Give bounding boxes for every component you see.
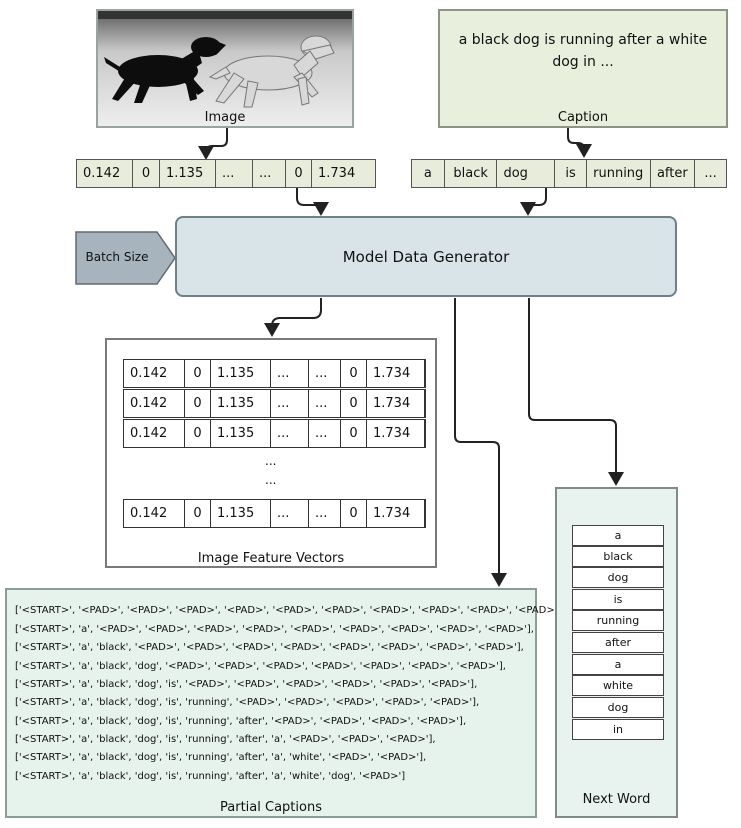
partial-caption-line: ['<START>', 'a', 'black', 'dog', 'is', '… <box>15 771 406 782</box>
next-word-cell: is <box>572 589 664 610</box>
feature-cell: 1.734 <box>367 420 425 447</box>
feature-cell: ... <box>309 420 341 447</box>
caption-label: Caption <box>557 110 609 125</box>
next-word-cell: dog <box>572 567 664 588</box>
black-dog-shape <box>104 37 226 103</box>
feature-cell: ... <box>216 160 253 187</box>
caption-token: is <box>555 160 587 187</box>
feature-cell: ... <box>271 360 309 387</box>
feature-cell: 0 <box>185 390 211 417</box>
white-dog-shape <box>208 35 335 108</box>
caption-token: ... <box>704 166 717 181</box>
feature-cell: 0 <box>341 360 367 387</box>
partial-caption-line: ['<START>', 'a', 'black', 'dog', 'is', '… <box>15 752 427 763</box>
next-word-cell: in <box>572 719 664 740</box>
feature-cell: ... <box>271 390 309 417</box>
next-word-cell: a <box>572 654 664 675</box>
image-feature-vectors-panel: 0.142 0 1.135 ... ... 0 1.734 0.142 0 1.… <box>105 338 437 568</box>
caption-token: a <box>412 160 445 187</box>
batch-size-label: Batch Size <box>85 250 149 264</box>
feature-cell: 0.142 <box>124 360 185 387</box>
feature-cell: 0 <box>185 500 211 527</box>
feature-cell: 1.135 <box>211 390 271 417</box>
partial-caption-line: ['<START>', 'a', 'black', 'dog', '<PAD>'… <box>15 661 506 672</box>
feature-cell: 1.135 <box>211 500 271 527</box>
generator-label: Model Data Generator <box>342 248 510 266</box>
partial-caption-line: ['<START>', 'a', 'black', 'dog', 'is', '… <box>15 734 436 745</box>
feature-cell: ... <box>309 360 341 387</box>
feature-cell: 0 <box>286 160 312 187</box>
caption-token-sequence: a black dog is running after ... <box>411 159 727 188</box>
feature-cell: 1.734 <box>367 360 425 387</box>
feature-cell: 0 <box>185 360 211 387</box>
next-word-cell: a <box>572 525 664 546</box>
next-word-cell: black <box>572 546 664 567</box>
feature-cell: 0.142 <box>124 500 185 527</box>
feature-cell: 0 <box>341 420 367 447</box>
feature-cell: 1.135 <box>160 160 216 187</box>
next-word-label: Next Word <box>582 792 651 807</box>
dog-photo-panel <box>96 9 354 128</box>
image-label: Image <box>204 110 246 125</box>
feature-cell: ... <box>309 390 341 417</box>
feature-row: 0.142 0 1.135 ... ... 0 1.734 <box>123 359 426 388</box>
feature-cell: ... <box>309 500 341 527</box>
partial-caption-line: ['<START>', 'a', 'black', 'dog', 'is', '… <box>15 697 480 708</box>
next-word-cell: dog <box>572 697 664 718</box>
feature-row: 0.142 0 1.135 ... ... 0 1.734 <box>123 389 426 418</box>
next-word-panel: a black dog is running after a white dog… <box>555 487 678 818</box>
next-word-cell: after <box>572 632 664 653</box>
next-word-cell: white <box>572 675 664 696</box>
partial-caption-line: ['<START>', 'a', '<PAD>', '<PAD>', '<PAD… <box>15 624 534 635</box>
feature-cell: ... <box>271 420 309 447</box>
caption-token: running <box>587 160 651 187</box>
caption-token: black <box>445 160 498 187</box>
partial-captions-label: Partial Captions <box>220 800 322 815</box>
model-data-generator: Model Data Generator <box>175 216 677 297</box>
ellipsis: ... <box>265 454 277 468</box>
partial-caption-line: ['<START>', '<PAD>', '<PAD>', '<PAD>', '… <box>15 605 565 616</box>
caption-text: a black dog is running after a white dog… <box>458 32 708 70</box>
partial-caption-line: ['<START>', 'a', 'black', 'dog', 'is', '… <box>15 679 478 690</box>
dogs-running-image <box>98 11 352 126</box>
feature-cell: 0.142 <box>124 420 185 447</box>
caption-panel: a black dog is running after a white dog… <box>438 9 728 128</box>
feature-row-last: 0.142 0 1.135 ... ... 0 1.734 <box>123 499 426 528</box>
feature-cell: 0 <box>341 500 367 527</box>
feature-row: 0.142 0 1.135 ... ... 0 1.734 <box>123 419 426 448</box>
feature-cell: 1.135 <box>211 420 271 447</box>
feature-cell: 0 <box>185 420 211 447</box>
feature-cell: 1.734 <box>318 166 356 181</box>
partial-caption-line: ['<START>', 'a', 'black', '<PAD>', '<PAD… <box>15 642 524 653</box>
feature-cell: ... <box>253 160 286 187</box>
caption-token: dog <box>497 160 556 187</box>
feature-cell: 1.734 <box>367 390 425 417</box>
caption-token: after <box>651 160 696 187</box>
partial-captions-panel: ['<START>', '<PAD>', '<PAD>', '<PAD>', '… <box>5 588 565 818</box>
next-word-cell: running <box>572 610 664 631</box>
ellipsis: ... <box>265 473 277 487</box>
feature-cell: ... <box>271 500 309 527</box>
batch-size-input-shape <box>75 231 176 285</box>
feature-cell: 0.142 <box>77 160 133 187</box>
feature-cell: 0 <box>341 390 367 417</box>
feature-cell: 0 <box>133 160 160 187</box>
feature-cell: 1.135 <box>211 360 271 387</box>
features-panel-label: Image Feature Vectors <box>197 551 345 566</box>
feature-cell: 0.142 <box>124 390 185 417</box>
feature-cell: 1.734 <box>367 500 425 527</box>
partial-caption-line: ['<START>', 'a', 'black', 'dog', 'is', '… <box>15 716 467 727</box>
image-feature-vector: 0.142 0 1.135 ... ... 0 1.734 <box>76 159 376 188</box>
